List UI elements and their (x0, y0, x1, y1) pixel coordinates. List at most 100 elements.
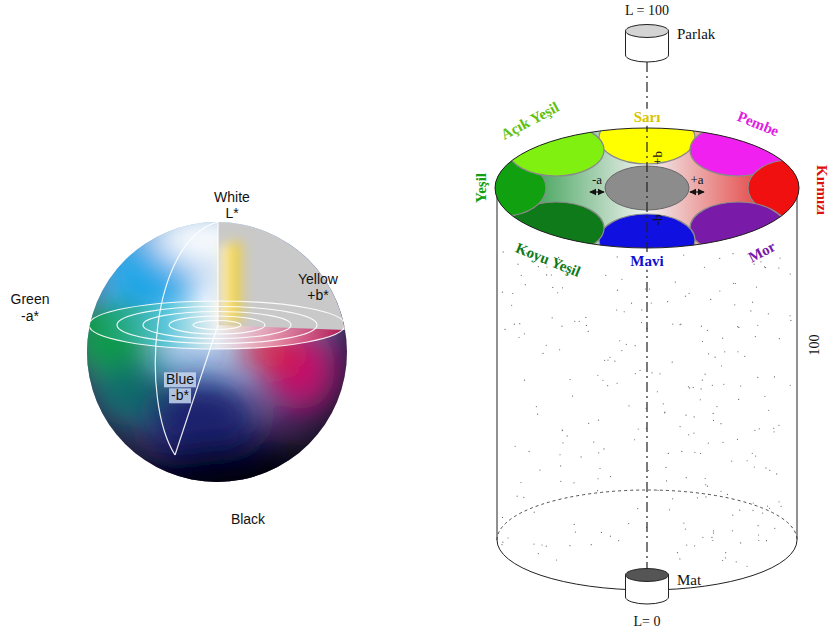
speckle (776, 473, 777, 474)
speckle (790, 273, 791, 274)
speckle (722, 338, 723, 339)
speckle (769, 508, 770, 509)
axis-label: Pembe (735, 108, 781, 140)
speckle (562, 287, 563, 288)
speckle (693, 432, 694, 433)
speckle (722, 560, 723, 561)
speckle (765, 467, 766, 468)
speckle (639, 370, 640, 371)
speckle (689, 387, 690, 388)
speckle (755, 336, 756, 337)
speckle (523, 497, 524, 498)
speckle (552, 287, 553, 288)
speckle (609, 357, 610, 358)
speckle (538, 553, 539, 554)
speckle (716, 406, 717, 407)
speckle (669, 509, 670, 510)
speckle (694, 416, 695, 417)
lightness-cylinder: Parlak (625, 24, 669, 62)
axis-label: Green (11, 292, 50, 307)
speckle (511, 305, 512, 306)
speckle (764, 396, 765, 397)
speckle (559, 349, 560, 350)
speckle (779, 257, 780, 258)
speckle (626, 344, 627, 345)
speckle (542, 353, 543, 354)
axis-label: White (214, 190, 250, 205)
speckle (693, 387, 694, 388)
speckle (768, 313, 769, 314)
speckle (672, 362, 673, 363)
speckle (685, 415, 686, 416)
speckle (732, 515, 733, 516)
speckle (641, 309, 642, 310)
speckle (569, 545, 570, 546)
speckle (585, 317, 586, 318)
speckle (562, 429, 563, 430)
speckle (778, 501, 779, 502)
speckle (723, 384, 724, 385)
speckle (537, 414, 538, 415)
axis-label: Black (231, 512, 265, 527)
speckle (546, 546, 547, 547)
axis-label: +b (651, 151, 665, 165)
speckle (686, 477, 687, 478)
speckle (683, 254, 684, 255)
axis-label: Blue (164, 372, 196, 387)
speckle (701, 326, 702, 327)
axis-label: Mavi (628, 253, 665, 270)
speckle (649, 288, 650, 289)
speckle (604, 360, 605, 361)
speckle (733, 283, 734, 284)
speckle (752, 302, 753, 303)
speckle (603, 448, 604, 449)
speckle (712, 540, 713, 541)
speckle (688, 434, 689, 435)
speckle (679, 426, 680, 427)
axis-label: +a (690, 173, 703, 187)
speckle (773, 428, 774, 429)
speckle (614, 361, 615, 362)
axis-label: +b* (307, 288, 328, 303)
speckle (710, 299, 711, 300)
speckle (601, 532, 602, 533)
axis-label: Kırmızı (814, 165, 831, 215)
speckle (538, 266, 539, 267)
speckle (725, 552, 726, 553)
speckle (517, 496, 518, 497)
axis-label: 100 (807, 335, 822, 356)
speckle (719, 290, 720, 291)
speckle (515, 446, 516, 447)
speckle (659, 373, 660, 374)
speckle (618, 540, 619, 541)
speckle (648, 470, 649, 471)
speckle (774, 376, 775, 377)
axis-label: L = 100 (625, 3, 669, 18)
speckle (705, 478, 706, 479)
speckle (781, 506, 782, 507)
speckle (686, 544, 687, 545)
speckle (707, 330, 708, 331)
speckle (677, 552, 678, 553)
speckle (758, 540, 759, 541)
speckle (533, 543, 534, 544)
speckle (720, 491, 721, 492)
speckle (617, 290, 618, 291)
speckle (591, 544, 592, 545)
speckle (504, 329, 505, 330)
cylinder-top (626, 569, 669, 582)
speckle (621, 279, 622, 280)
speckle (740, 542, 741, 543)
speckle (737, 326, 738, 327)
speckle (534, 512, 535, 513)
speckle (735, 283, 736, 284)
speckle (638, 428, 639, 429)
speckle (624, 311, 625, 312)
speckle (552, 317, 553, 318)
axis-label: L* (225, 206, 238, 221)
speckle (727, 494, 728, 495)
lab-sphere (70, 215, 347, 505)
speckle (734, 304, 735, 305)
speckle (752, 510, 753, 511)
speckle (586, 325, 587, 326)
